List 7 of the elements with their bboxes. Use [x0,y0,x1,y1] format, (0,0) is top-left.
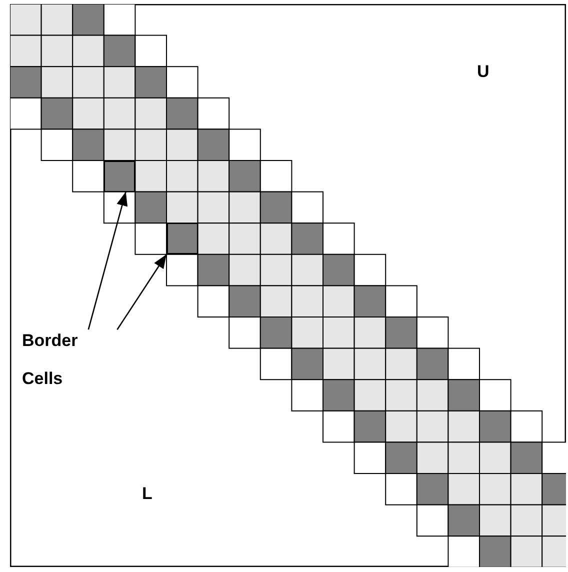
leader-line [116,254,168,330]
callout-label: Border Cells [22,330,79,390]
leader-line [88,192,128,330]
region-label: U [477,62,490,82]
border-cell [104,160,136,192]
region-label: L [142,484,152,504]
border-cell [166,223,198,254]
